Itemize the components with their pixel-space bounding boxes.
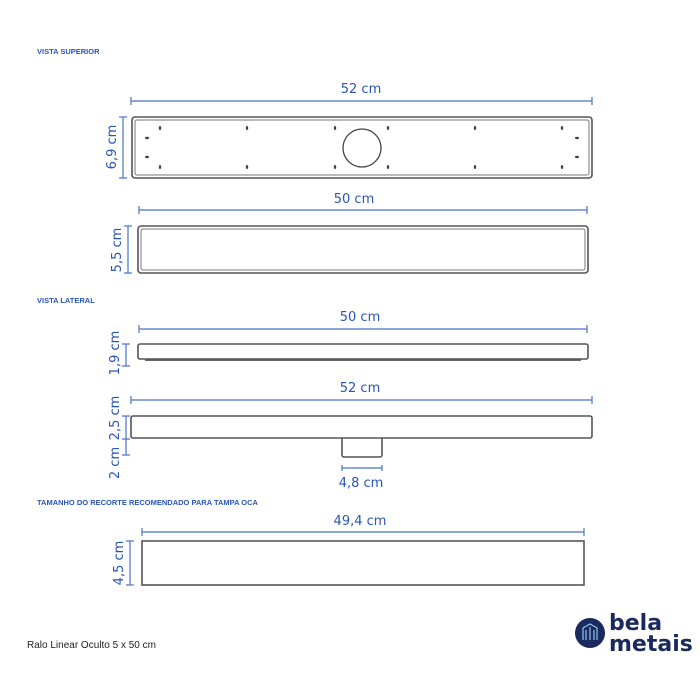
dimension-cutout-height: 4,5 cm [112, 540, 134, 586]
dimension-grate-width: 50 cm [138, 192, 588, 214]
outlet-circle [342, 128, 382, 168]
dimension-label: 49,4 cm [334, 514, 387, 529]
dimension-side-body-width: 52 cm [130, 381, 593, 404]
dimension-label: 50 cm [340, 310, 381, 325]
dimension-outlet-height: 2 cm [108, 439, 130, 479]
dimension-label: 6,9 cm [105, 125, 120, 170]
dimension-side-body-height: 2,5 cm [108, 396, 130, 441]
dimension-side-grate-height: 1,9 cm [108, 331, 130, 376]
product-name: Ralo Linear Oculto 5 x 50 cm [27, 640, 156, 651]
mounting-holes [145, 126, 579, 169]
dimension-grate-height: 5,5 cm [110, 225, 132, 274]
brand-name-line2: metais [609, 632, 693, 657]
drain-body-top [131, 116, 593, 179]
dimension-label: 4,5 cm [112, 541, 127, 586]
dimension-label: 1,9 cm [108, 331, 123, 376]
grate-top [137, 225, 589, 274]
dimension-label: 52 cm [341, 82, 382, 97]
outlet-stub [341, 435, 383, 458]
dimension-label: 4,8 cm [339, 476, 384, 491]
dimension-label: 2 cm [108, 447, 123, 479]
dimension-top-height: 6,9 cm [105, 116, 127, 179]
dimension-label: 5,5 cm [110, 228, 125, 273]
brand-logo: bela metais [575, 611, 693, 657]
dimension-outlet-width: 4,8 cm [339, 465, 384, 491]
dimension-label: 52 cm [340, 381, 381, 396]
section-title-top-view: VISTA SUPERIOR [37, 47, 100, 56]
dimension-label: 50 cm [334, 192, 375, 207]
dimension-top-width: 52 cm [130, 82, 593, 105]
dimension-side-grate-width: 50 cm [138, 310, 588, 333]
section-title-side-view: VISTA LATERAL [37, 296, 95, 305]
dimension-label: 2,5 cm [108, 396, 123, 441]
section-title-cutout: TAMANHO DO RECORTE RECOMENDADO PARA TAMP… [37, 498, 259, 507]
cutout-rectangle [141, 540, 585, 586]
grate-side [137, 343, 589, 361]
dimension-cutout-width: 49,4 cm [141, 514, 585, 536]
drain-body-side [130, 415, 593, 458]
brand-name-line1: bela [609, 611, 662, 636]
